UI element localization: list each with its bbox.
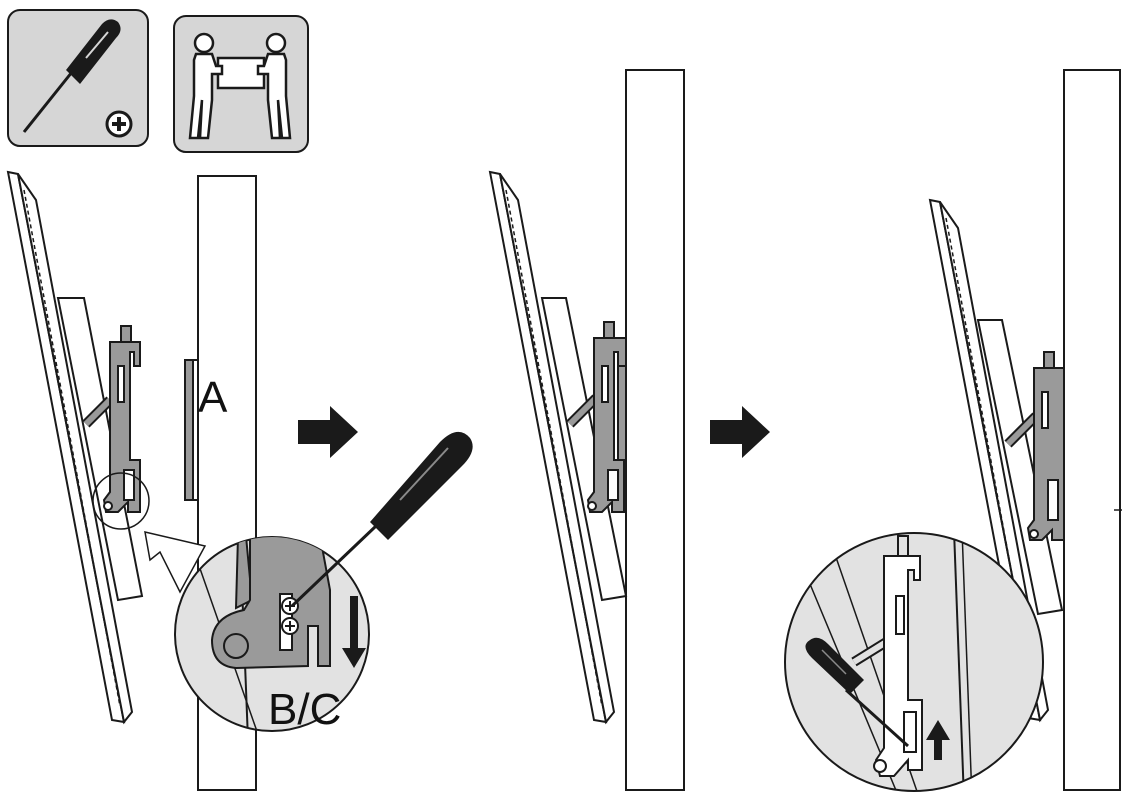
phillips-screwdriver-icon: [22, 19, 121, 133]
wall-plate-a: [184, 359, 198, 501]
step-arrow-1-icon: [298, 406, 358, 458]
phillips-plus-icon: [105, 110, 133, 138]
screwdriver-tool-1: [290, 431, 473, 608]
arrow-up-icon: [926, 720, 950, 760]
tv-bracket-3: [1004, 351, 1065, 541]
label-wall-plate: A: [198, 373, 228, 422]
tv-panel-2: [488, 170, 628, 725]
wall-panel-2: [625, 69, 685, 791]
tv-panel-1: [6, 170, 144, 725]
zoom-callout-pointer: [144, 531, 207, 594]
step-3-tighten-safety-screw: [784, 69, 1122, 792]
zoom-detail-tighten-screws: B/C: [174, 536, 370, 734]
tv-bracket-1: [82, 325, 141, 513]
label-screws: B/C: [268, 685, 341, 734]
arrow-down-icon: [342, 596, 366, 668]
step-2-bracket-hooked: [488, 69, 685, 791]
step-arrow-2-icon: [710, 406, 770, 458]
step-1-hang-bracket: A: [6, 170, 473, 791]
tv-bracket-2: [566, 321, 627, 513]
two-person-lift-icon: [188, 32, 292, 140]
screwdriver-required-badge: [7, 9, 149, 147]
two-person-lift-badge: [173, 15, 309, 153]
detail-highlight-circle: [92, 472, 150, 530]
zoom-detail-safety-screw: [784, 532, 1044, 792]
screwdriver-tool-2: [805, 637, 910, 748]
wall-panel-3: [1063, 69, 1121, 791]
